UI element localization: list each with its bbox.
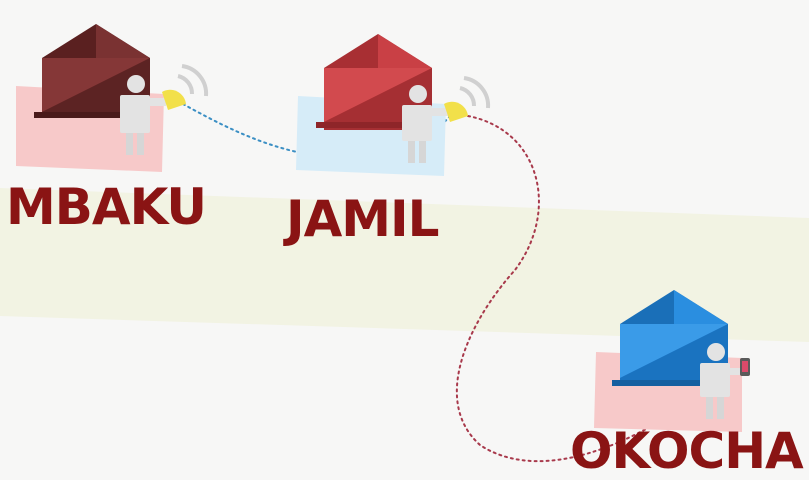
label-mbaku: MBAKU xyxy=(6,178,206,236)
background-band xyxy=(0,188,809,342)
satellite-dish-icon xyxy=(162,64,209,110)
label-jamil: JAMIL xyxy=(283,190,439,248)
mobile-phone-icon xyxy=(740,358,750,376)
node-jamil: JAMIL xyxy=(283,34,491,248)
person-icon xyxy=(120,75,166,155)
connection-jamil-okocha xyxy=(455,115,701,463)
node-mbaku: MBAKU xyxy=(6,24,209,236)
person-icon xyxy=(700,343,740,419)
label-okocha: OKOCHA xyxy=(570,422,804,480)
person-icon xyxy=(402,85,448,163)
satellite-dish-icon xyxy=(444,76,491,122)
node-okocha: OKOCHA xyxy=(570,290,805,480)
